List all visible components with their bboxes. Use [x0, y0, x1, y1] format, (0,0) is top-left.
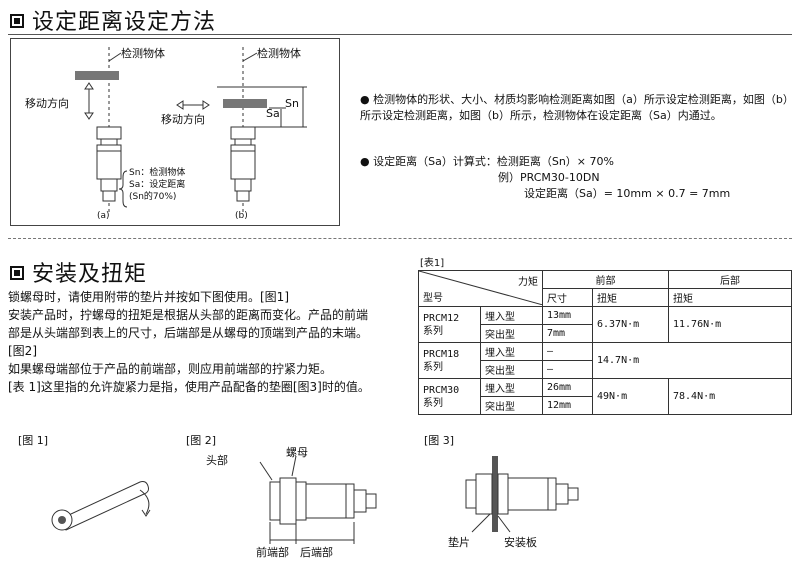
target-label-a: 检测物体	[121, 47, 165, 60]
fig2-nut-label: 螺母	[286, 446, 308, 459]
sensor-nut-figure	[259, 456, 377, 544]
fig2-caption: [图 2]	[186, 434, 217, 447]
install-paragraphs: 锁螺母时，请使用附带的垫片并按如下图使用。[图1] 安装产品时，拧螺母的扭矩是根…	[8, 290, 370, 394]
fig3-washer-label: 垫片	[448, 536, 470, 549]
fig2-front-label: 前端部	[256, 546, 289, 559]
fig2-rear-label: 后端部	[300, 546, 333, 559]
distance-diagram-svg	[75, 47, 307, 214]
bullet-dot-icon: ●	[360, 155, 374, 168]
table-corner: 力矩 型号	[418, 270, 543, 307]
bullet-dot-icon: ●	[360, 93, 374, 106]
section1-title: 设定距离设定方法	[10, 4, 216, 36]
table-caption: [表1]	[420, 258, 445, 269]
move-dir-b: 移动方向	[161, 113, 205, 126]
fig1-caption: [图 1]	[18, 434, 49, 447]
table-row: 突出型 12mm	[419, 396, 792, 415]
section-divider	[8, 238, 792, 239]
square-bullet-icon	[10, 266, 24, 280]
sa-label: Sa	[266, 107, 280, 120]
caption-b: (b)	[235, 211, 248, 221]
legend: Sn：检测物体 Sa：设定距离 (Sn的70%)	[129, 168, 186, 202]
section2-title: 安装及扭矩	[10, 256, 147, 288]
square-bullet-icon	[10, 14, 24, 28]
caption-a: (a)	[97, 211, 110, 221]
fig2-head-label: 头部	[206, 454, 228, 467]
mounting-plate-figure	[465, 456, 579, 533]
bullet-2: ● 设定距离（Sa）计算式：检测距离（Sn）× 70%	[360, 155, 614, 168]
corner-diagonal	[419, 271, 543, 305]
fig3-plate-label: 安装板	[504, 536, 537, 549]
example-line1: 例）PRCM30-10DN	[498, 171, 600, 184]
example-line2: 设定距离（Sa）= 10mm × 0.7 = 7mm	[524, 187, 731, 200]
section1-rule	[8, 34, 792, 35]
bullet-1: ● 检测物体的形状、大小、材质均影响检测距离如图（a）所示设定检测距离，如图（b…	[360, 93, 789, 122]
wrench-figure	[51, 481, 151, 531]
sn-label: Sn	[285, 97, 299, 110]
target-label-b: 检测物体	[257, 47, 301, 60]
move-dir-a: 移动方向	[25, 97, 69, 110]
fig3-caption: [图 3]	[424, 434, 455, 447]
distance-diagram: 检测物体 检测物体 移动方向 移动方向 Sa Sn Sn：检测物体 Sa：设定距…	[10, 38, 340, 226]
